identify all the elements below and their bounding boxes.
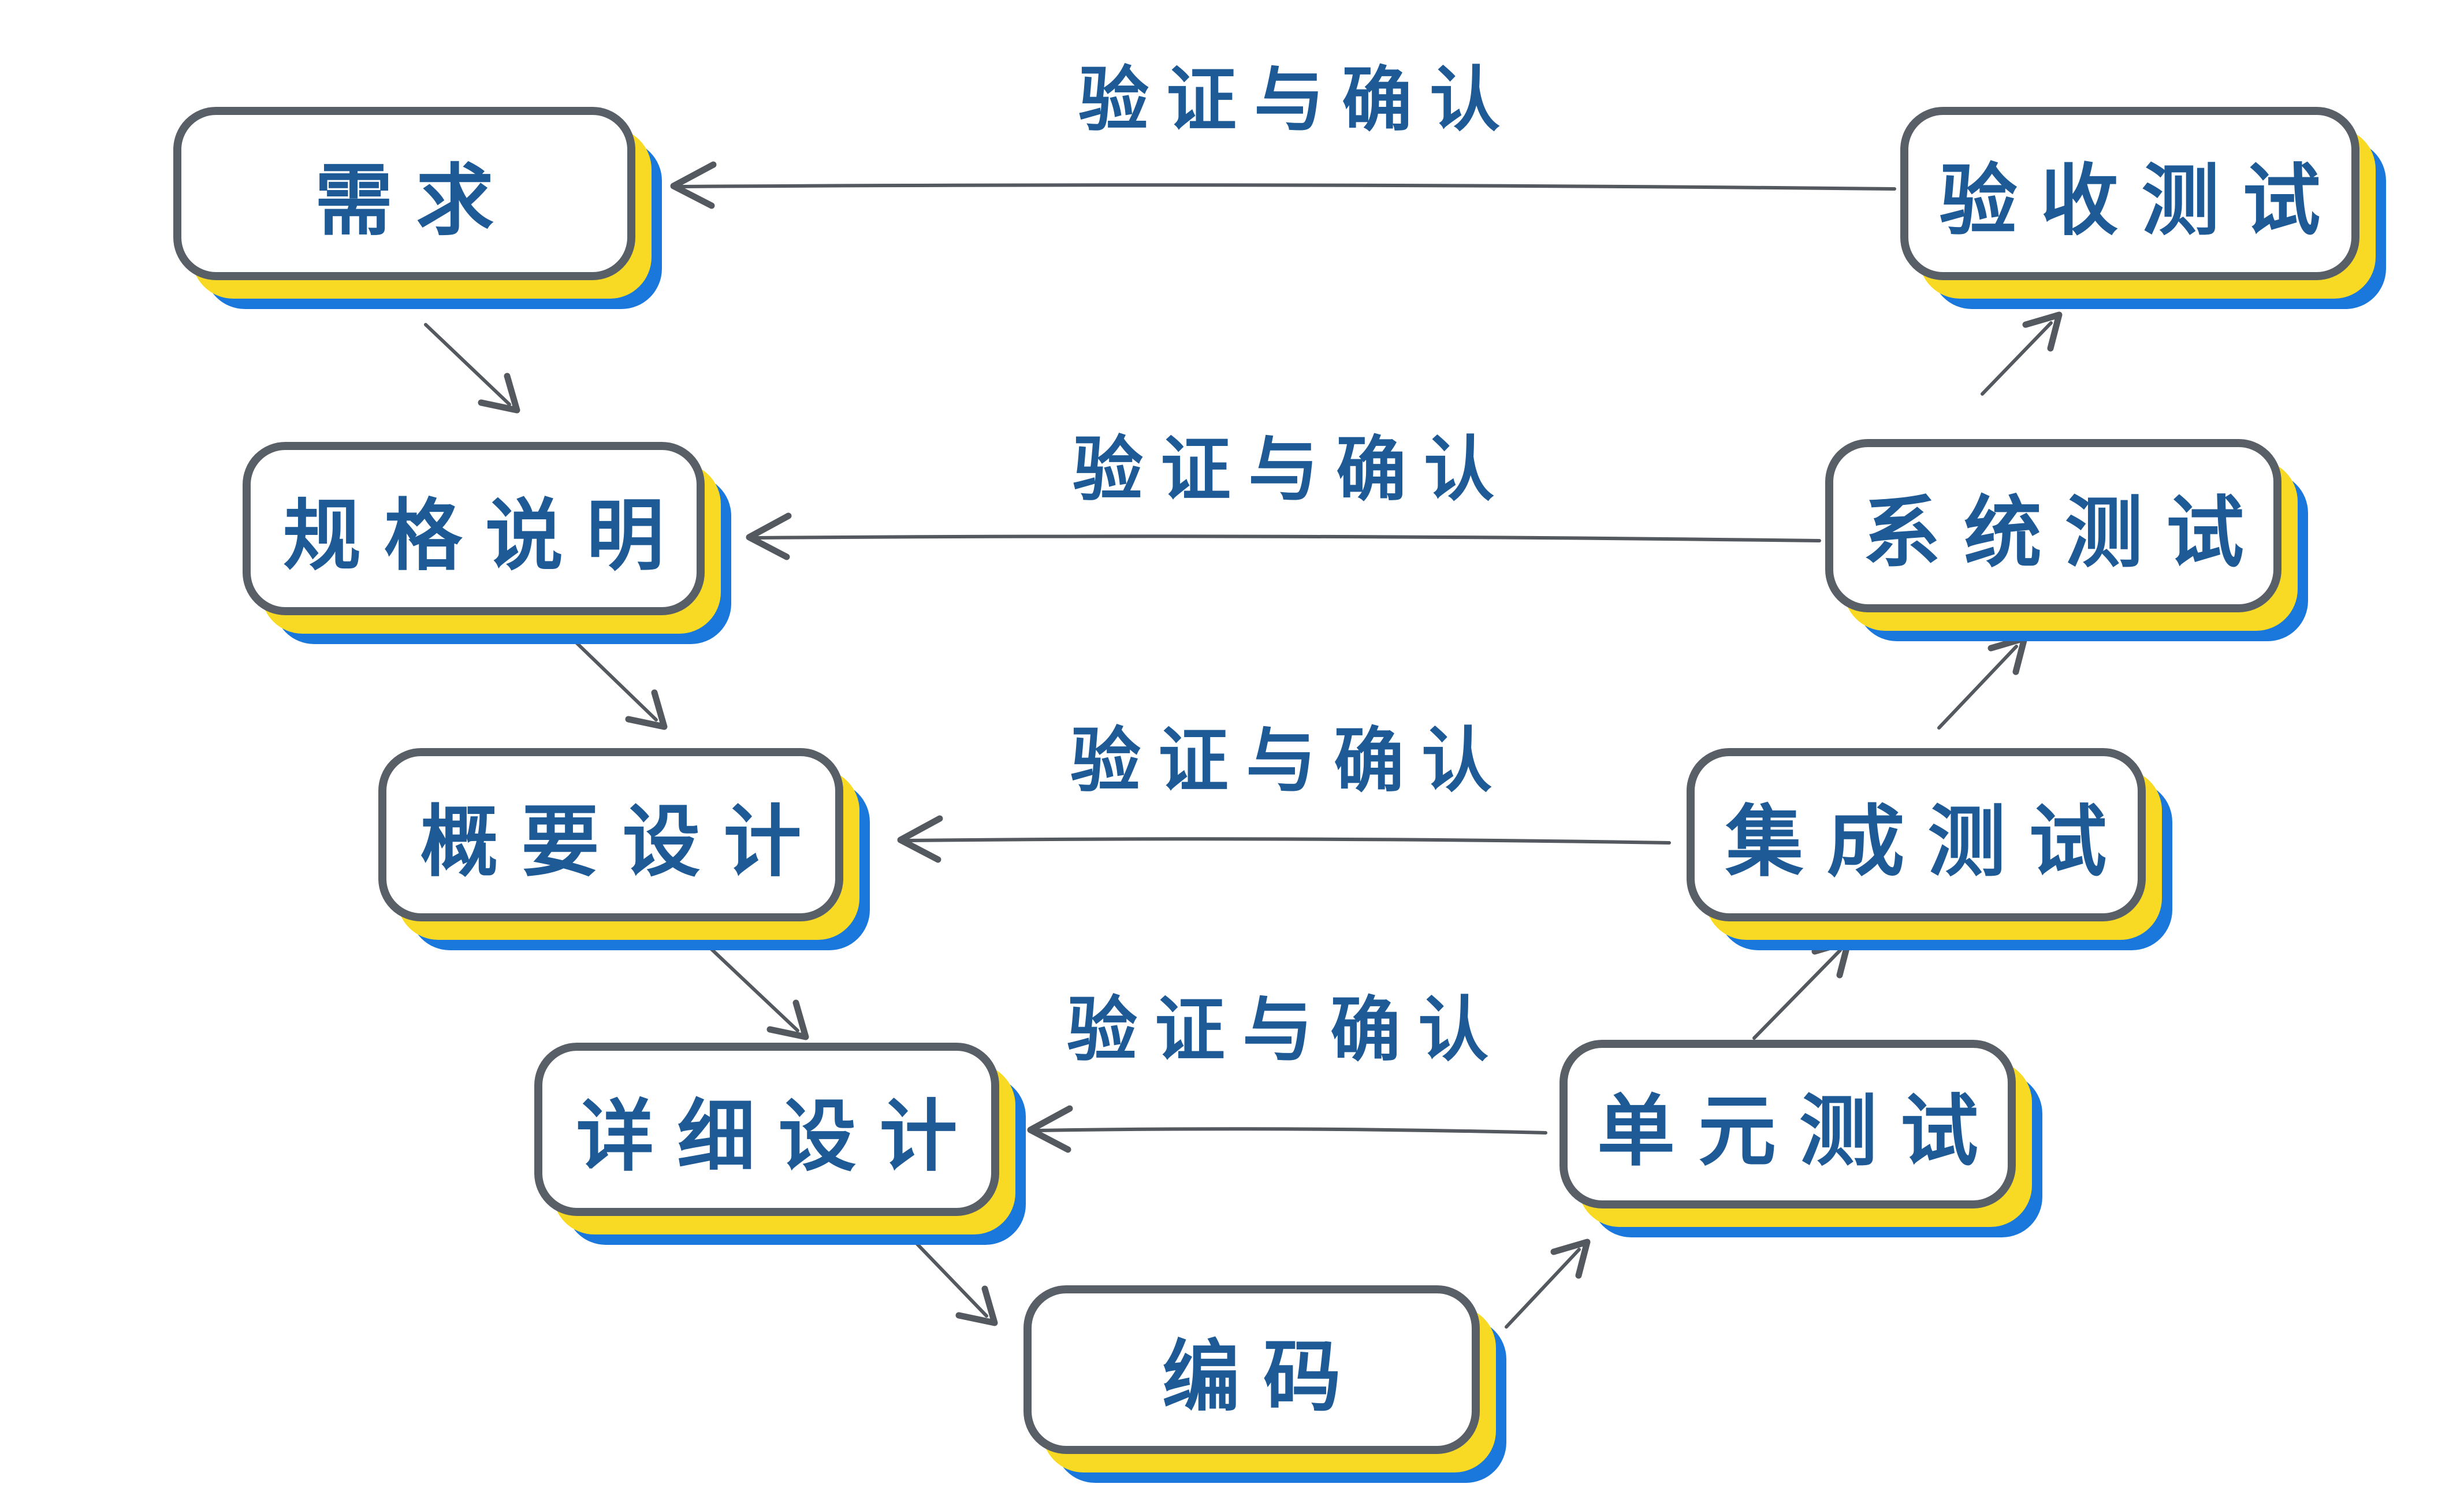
arrow-unit-to-integration xyxy=(1752,938,1852,1040)
arrow-system-to-acceptance xyxy=(1981,311,2063,396)
arrow-coding-to-unit xyxy=(1505,1239,1591,1329)
arrow-integration-to-system xyxy=(1937,635,2028,730)
node-acceptance-test: 验收测试 xyxy=(1900,107,2359,280)
node-specification: 规格说明 xyxy=(243,442,705,615)
arrow-system-to-specification xyxy=(746,512,1821,560)
arrow-specification-to-preliminary xyxy=(568,635,668,730)
node-detailed-design: 详细设计 xyxy=(534,1043,999,1216)
node-system-test: 系统测试 xyxy=(1825,439,2281,612)
node-preliminary-design: 概要设计 xyxy=(378,748,843,921)
arrow-detailed-to-coding xyxy=(906,1233,998,1326)
arrow-acceptance-to-requirements xyxy=(670,161,1896,209)
arrow-integration-to-preliminary xyxy=(897,815,1671,863)
node-unit-test: 单元测试 xyxy=(1559,1040,2016,1208)
vv-label-row4: 验证与确认 xyxy=(1067,991,1506,1069)
node-requirements: 需求 xyxy=(173,107,635,280)
node-integration-test: 集成测试 xyxy=(1687,748,2146,921)
arrow-requirements-to-specification xyxy=(424,323,520,414)
vv-label-row2: 验证与确认 xyxy=(1073,430,1512,509)
vv-label-row1: 验证与确认 xyxy=(1078,61,1517,139)
arrow-unit-to-detailed xyxy=(1027,1105,1547,1153)
node-coding: 编码 xyxy=(1023,1285,1480,1454)
vv-label-row3: 验证与确认 xyxy=(1070,722,1509,800)
arrow-preliminary-to-detailed xyxy=(703,941,809,1040)
